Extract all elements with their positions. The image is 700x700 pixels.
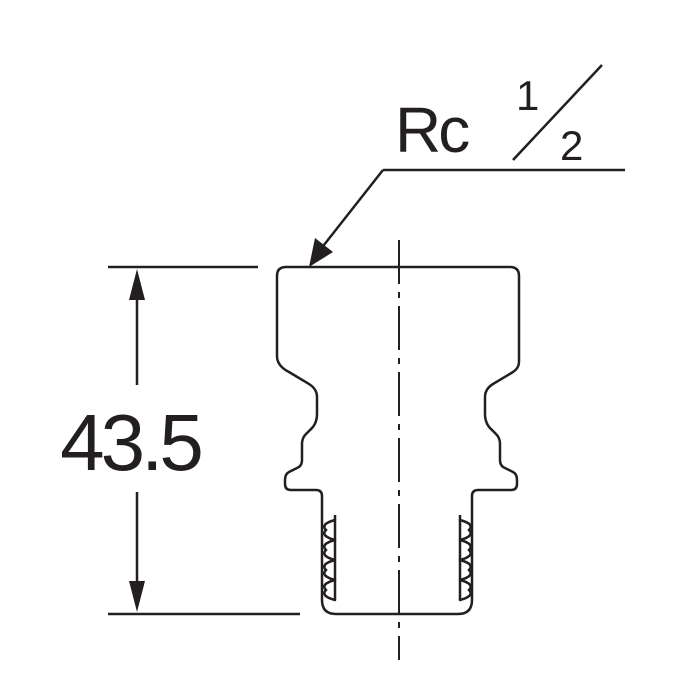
fitting-body-outline xyxy=(275,265,521,616)
fraction-slash xyxy=(512,64,603,161)
leader-diagonal-line xyxy=(319,169,384,251)
leader-arrowhead xyxy=(309,238,333,267)
thread-ridges-left xyxy=(323,518,337,602)
height-dimension-value: 43.5 xyxy=(60,398,201,487)
dimension-arrow-top xyxy=(129,269,145,300)
thread-leader xyxy=(319,168,625,251)
thread-label-numerator: 1 xyxy=(516,72,539,119)
thread-label-prefix: Rc xyxy=(395,94,469,166)
dimension-arrow-bottom xyxy=(129,581,145,612)
thread-ridges-right xyxy=(458,518,472,602)
dimension-extension-lines xyxy=(108,265,300,616)
inner-bore-lines xyxy=(333,515,462,600)
thread-label-denominator: 2 xyxy=(560,122,583,169)
